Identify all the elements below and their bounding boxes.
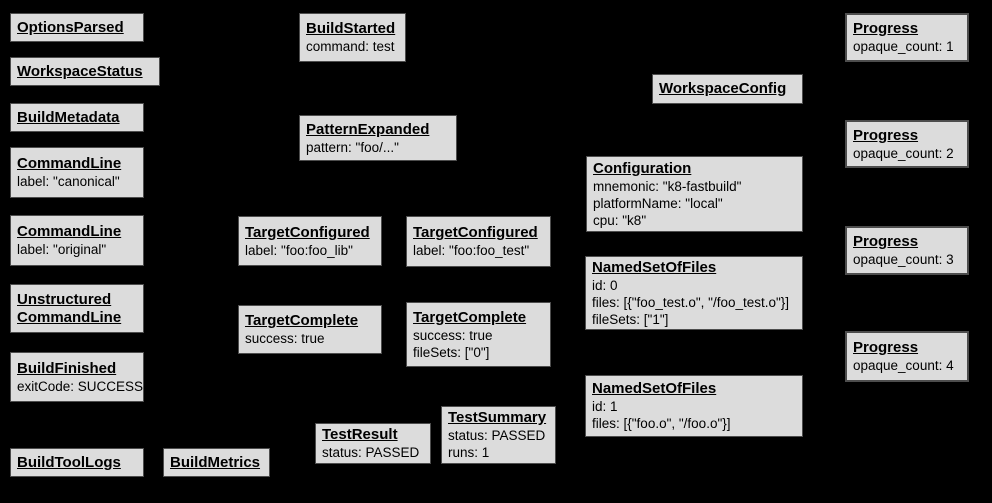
node-attribute: fileSets: ["1"] (592, 311, 669, 327)
node-attribute: platformName: "local" (593, 195, 723, 211)
node-title: TargetComplete (413, 308, 527, 326)
node-progress-3: Progress opaque_count: 3 (845, 226, 969, 275)
node-attribute: opaque_count: 4 (853, 358, 954, 373)
node-test-summary: TestSummary status: PASSED runs: 1 (441, 406, 556, 464)
node-attribute: pattern: "foo/..." (306, 139, 399, 155)
node-title: BuildMetrics (170, 453, 261, 471)
node-title: CommandLine (17, 308, 122, 326)
node-title: BuildFinished (17, 359, 117, 377)
node-workspace-status: WorkspaceStatus (10, 57, 160, 86)
node-named-set-of-files-1: NamedSetOfFiles id: 1 files: [{"foo.o", … (585, 375, 803, 437)
node-progress-4: Progress opaque_count: 4 (845, 331, 969, 382)
node-attribute: mnemonic: "k8-fastbuild" (593, 178, 742, 194)
node-attribute: label: "foo:foo_lib" (245, 242, 353, 258)
node-title: WorkspaceStatus (17, 62, 143, 80)
node-attribute: id: 0 (592, 277, 618, 293)
node-title: BuildStarted (306, 20, 396, 37)
node-title: TestSummary (448, 409, 547, 426)
node-attribute: label: "original" (17, 242, 107, 257)
node-test-result: TestResult status: PASSED (315, 423, 431, 464)
node-attribute: label: "canonical" (17, 174, 120, 189)
node-attribute: id: 1 (592, 399, 618, 414)
node-unstructured-command-line: Unstructured CommandLine (10, 284, 144, 333)
node-title: BuildToolLogs (17, 453, 121, 471)
node-title: NamedSetOfFiles (592, 258, 717, 276)
node-build-finished: BuildFinished exitCode: SUCCESS (10, 352, 144, 402)
node-title: OptionsParsed (17, 18, 124, 36)
node-attribute: label: "foo:foo_test" (413, 243, 530, 258)
node-progress-1: Progress opaque_count: 1 (845, 13, 969, 62)
node-attribute: fileSets: ["0"] (413, 344, 490, 360)
node-configuration: Configuration mnemonic: "k8-fastbuild" p… (586, 156, 803, 232)
node-build-metrics: BuildMetrics (163, 448, 270, 477)
node-target-complete-foo-lib: TargetComplete success: true (238, 305, 382, 354)
node-attribute: opaque_count: 3 (853, 252, 954, 267)
node-attribute: status: PASSED (448, 428, 546, 443)
node-title: Progress (853, 126, 919, 144)
node-named-set-of-files-0: NamedSetOfFiles id: 0 files: [{"foo_test… (585, 256, 803, 330)
node-attribute: exitCode: SUCCESS (17, 378, 144, 394)
node-attribute: runs: 1 (448, 445, 490, 460)
node-attribute: command: test (306, 39, 395, 54)
node-title: TargetConfigured (245, 223, 370, 241)
node-title: BuildMetadata (17, 108, 120, 126)
node-build-started: BuildStarted command: test (299, 13, 406, 62)
node-attribute: files: [{"foo_test.o", "/foo_test.o"}] (592, 294, 790, 310)
node-title: Configuration (593, 159, 692, 177)
node-attribute: files: [{"foo.o", "/foo.o"}] (592, 416, 731, 431)
node-options-parsed: OptionsParsed (10, 13, 144, 42)
node-title: TargetComplete (245, 312, 359, 329)
node-attribute: opaque_count: 2 (853, 145, 954, 161)
node-attribute: status: PASSED (322, 445, 420, 460)
node-title: WorkspaceConfig (659, 80, 787, 97)
node-target-configured-foo-lib: TargetConfigured label: "foo:foo_lib" (238, 216, 382, 266)
node-attribute: success: true (413, 327, 493, 343)
node-target-configured-foo-test: TargetConfigured label: "foo:foo_test" (406, 216, 551, 267)
node-target-complete-foo-test: TargetComplete success: true fileSets: [… (406, 302, 551, 367)
node-command-line-original: CommandLine label: "original" (10, 215, 144, 266)
node-title: CommandLine (17, 155, 122, 172)
node-build-tool-logs: BuildToolLogs (10, 448, 144, 477)
node-title: CommandLine (17, 223, 122, 240)
node-attribute: cpu: "k8" (593, 212, 647, 228)
node-title: Progress (853, 20, 919, 37)
node-pattern-expanded: PatternExpanded pattern: "foo/..." (299, 115, 457, 161)
node-attribute: success: true (245, 331, 325, 346)
node-title: Unstructured (17, 290, 112, 308)
node-title: PatternExpanded (306, 120, 430, 138)
node-title: Progress (853, 233, 919, 250)
node-workspace-config: WorkspaceConfig (652, 74, 803, 104)
node-title: Progress (853, 339, 919, 356)
node-title: TargetConfigured (413, 224, 538, 241)
node-progress-2: Progress opaque_count: 2 (845, 120, 969, 168)
node-attribute: opaque_count: 1 (853, 39, 954, 54)
node-title: NamedSetOfFiles (592, 380, 717, 397)
node-title: TestResult (322, 426, 398, 443)
node-build-metadata: BuildMetadata (10, 103, 144, 132)
node-command-line-canonical: CommandLine label: "canonical" (10, 147, 144, 198)
